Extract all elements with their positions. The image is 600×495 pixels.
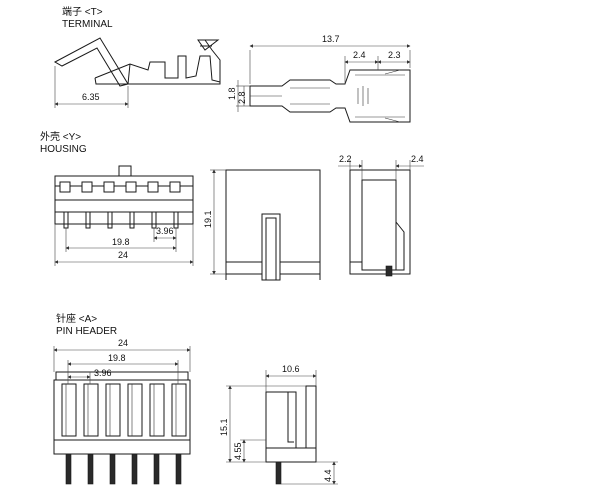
dim-3-96-pin: 3.96 <box>94 368 112 378</box>
housing-front-view <box>54 165 194 229</box>
dim-19-8-pin: 19.8 <box>108 353 126 363</box>
terminal-side-view <box>53 37 221 87</box>
dim-2-3: 2.3 <box>388 50 401 60</box>
housing-title-en: HOUSING <box>40 144 87 155</box>
dim-4-55: 4.55 <box>233 442 243 460</box>
pin-header-title-en: PIN HEADER <box>56 326 117 337</box>
dim-4-4: 4.4 <box>323 469 333 482</box>
housing-dims-front: 19.8 3.96 24 <box>54 224 194 266</box>
terminal-title-cn: 端子 <T> <box>62 5 103 18</box>
dim-19-1: 19.1 <box>203 210 213 228</box>
pin-header-dims-front: 24 19.8 3.96 <box>53 338 191 384</box>
dim-10-6: 10.6 <box>282 364 300 374</box>
terminal-title-en: TERMINAL <box>62 19 113 30</box>
dim-13-7: 13.7 <box>322 34 340 44</box>
pin-header-front-view <box>53 371 191 485</box>
dim-15-1: 15.1 <box>219 418 229 436</box>
housing-title-cn: 外壳 <Y> <box>40 130 81 143</box>
dim-2-4-housing: 2.4 <box>411 154 424 164</box>
housing-end-view <box>349 169 411 277</box>
dim-1-8: 1.8 <box>227 87 237 100</box>
terminal-top-view <box>249 69 411 123</box>
housing-side-view <box>225 169 321 281</box>
housing-dim-19-1: 19.1 <box>203 169 226 275</box>
pin-header-dims-side: 10.6 15.1 4.55 4.4 <box>219 364 338 485</box>
dim-2-8: 2.8 <box>237 91 247 104</box>
dim-2-2: 2.2 <box>339 154 352 164</box>
dim-24-housing: 24 <box>118 250 128 260</box>
housing-dims-end: 2.2 2.4 <box>338 154 424 180</box>
dim-6-35: 6.35 <box>82 92 100 102</box>
pin-header-title-cn: 针座 <A> <box>56 312 97 325</box>
dim-2-4: 2.4 <box>353 50 366 60</box>
dim-3-96-housing: 3.96 <box>156 226 174 236</box>
terminal-dim-6-35: 6.35 <box>54 66 129 108</box>
dim-24-pin: 24 <box>118 338 128 348</box>
dim-19-8-housing: 19.8 <box>112 237 130 247</box>
pin-header-side-view <box>265 385 317 485</box>
terminal-dims-top: 13.7 2.4 2.3 1.8 2.8 <box>227 34 411 112</box>
